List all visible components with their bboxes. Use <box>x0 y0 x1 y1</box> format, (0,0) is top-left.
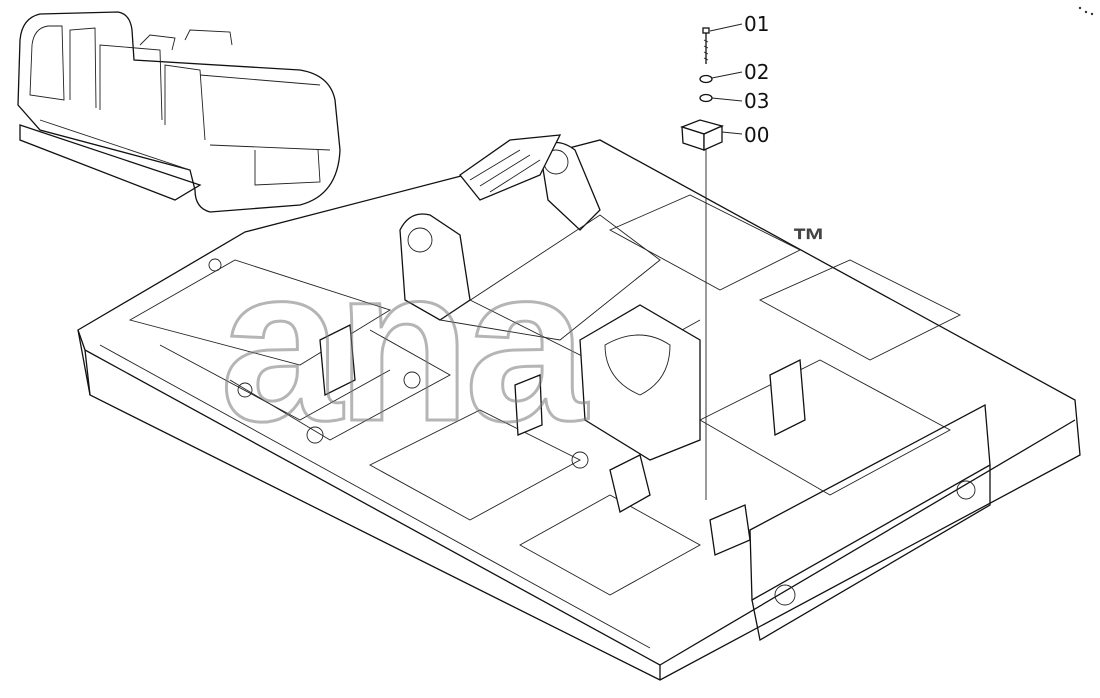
watermark-trademark: ™ <box>792 222 826 260</box>
watermark-logo: ana <box>220 221 589 467</box>
main-frame-assembly <box>77 134 1081 681</box>
exploded-part-stack <box>680 23 743 500</box>
bolt-part-icon <box>702 27 710 64</box>
flat-washer-part-icon <box>699 93 713 103</box>
callout-03: 03 <box>744 89 769 113</box>
spring-washer-part-icon <box>699 74 713 84</box>
callout-00: 00 <box>744 123 769 147</box>
excavator-thumbnail-icon <box>17 11 341 213</box>
callout-01: 01 <box>744 12 769 36</box>
block-part-icon <box>680 119 724 152</box>
corner-mark-icon <box>1078 6 1094 16</box>
callout-02: 02 <box>744 60 769 84</box>
